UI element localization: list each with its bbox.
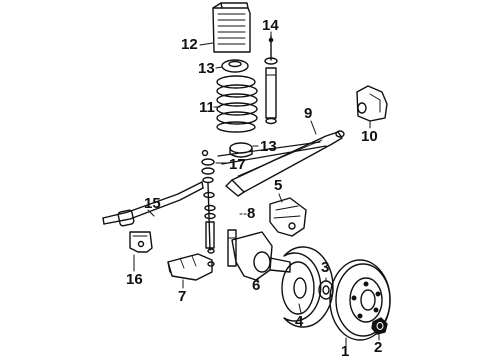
stud-bolt-drawing xyxy=(227,229,237,267)
callout-1: 1 xyxy=(341,343,350,360)
callout-6: 6 xyxy=(252,277,261,294)
spindle-knuckle-drawing xyxy=(231,231,291,281)
leader-9 xyxy=(310,120,317,135)
frame-mount-drawing xyxy=(167,253,213,281)
spring-bracket-drawing xyxy=(212,2,251,53)
callout-3: 3 xyxy=(321,259,330,276)
callout-5: 5 xyxy=(274,177,283,194)
callout-9: 9 xyxy=(304,105,313,122)
lower-bump-stop-drawing xyxy=(229,142,253,158)
dust-shield-drawing xyxy=(281,246,334,328)
leader-13-upper xyxy=(215,66,223,69)
callout-11: 11 xyxy=(199,99,215,116)
callout-12: 12 xyxy=(181,36,198,53)
callout-15: 15 xyxy=(144,195,161,212)
leader-15 xyxy=(147,209,155,217)
leader-4 xyxy=(298,303,302,314)
callout-16: 16 xyxy=(126,271,143,288)
radius-arm-drawing xyxy=(217,130,345,197)
link-stack-drawing xyxy=(201,149,216,267)
callout-10: 10 xyxy=(361,128,378,145)
coil-spring-drawing xyxy=(216,75,258,133)
callout-4: 4 xyxy=(295,313,304,330)
callout-13-upper: 13 xyxy=(198,60,215,77)
stabilizer-bar-drawing xyxy=(102,181,204,227)
upper-isolator-drawing xyxy=(221,59,249,73)
leader-5 xyxy=(278,193,283,203)
bar-bracket-drawing xyxy=(129,231,153,253)
callout-17: 17 xyxy=(229,156,246,173)
callout-8: 8 xyxy=(247,205,256,222)
brake-rotor-drawing xyxy=(329,259,391,341)
callout-14: 14 xyxy=(262,17,279,34)
callout-13-lower: 13 xyxy=(260,138,277,155)
leader-12 xyxy=(199,42,214,46)
brake-caliper-drawing xyxy=(269,197,307,237)
shock-absorber-drawing xyxy=(264,35,278,125)
callout-7: 7 xyxy=(178,288,187,305)
callout-2: 2 xyxy=(374,339,383,356)
frame-bracket-drawing xyxy=(356,85,388,122)
hub-nut-drawing xyxy=(371,317,388,335)
